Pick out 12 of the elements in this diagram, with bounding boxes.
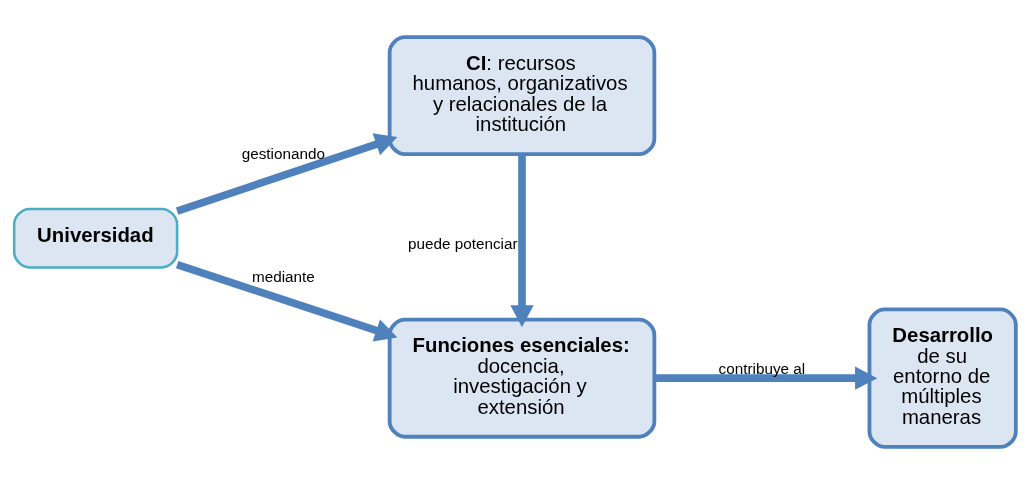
node-box: Desarrollo de su entorno de múltiples maneras [867,307,1018,449]
edge-label: puede potenciar [408,234,518,252]
arrow [510,154,534,327]
node-box: Universidad [12,207,179,269]
arrow [175,260,398,342]
edge-label: contribuye al [718,359,806,377]
arrow [175,132,398,215]
arrow [654,366,878,390]
node-box: Funciones esenciales: docencia, investigación y extensión [387,317,657,439]
edge-label: gestionando [241,144,325,162]
edge-label: mediante [251,267,315,285]
node-box: CI: recursos humanos, organizativos y relacionales de la institución [387,34,657,156]
